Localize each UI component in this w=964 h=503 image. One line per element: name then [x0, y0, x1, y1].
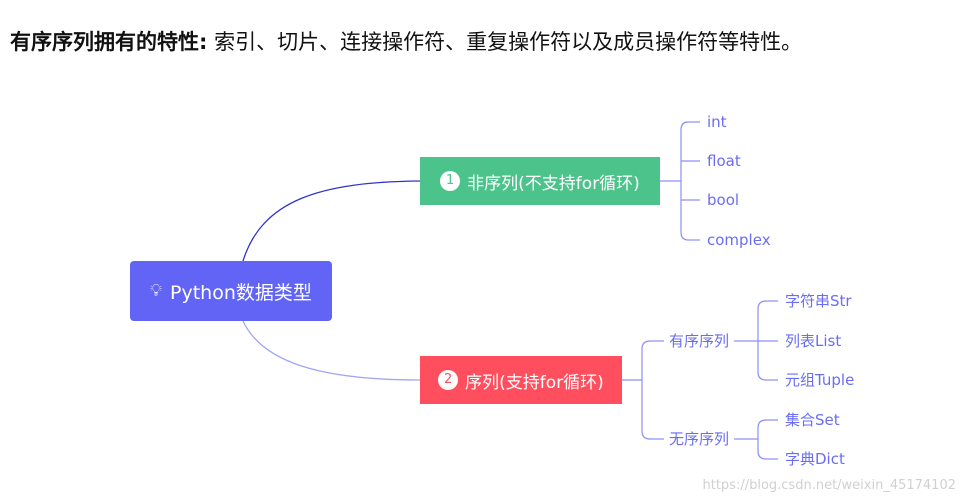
branch-non-sequence[interactable]: 1 非序列(不支持for循环)	[420, 157, 660, 205]
leaf-float[interactable]: float	[707, 152, 741, 170]
leaf-tuple[interactable]: 元组Tuple	[785, 371, 855, 389]
root-to-branch1-connector	[242, 180, 421, 262]
root-node[interactable]: 💡︎ Python数据类型	[130, 261, 332, 321]
leaf-complex[interactable]: complex	[707, 231, 771, 249]
lightbulb-icon: 💡︎	[150, 281, 163, 301]
branch1-label: 非序列(不支持for循环)	[467, 173, 640, 194]
leaf-bool[interactable]: bool	[707, 191, 740, 209]
branch-sequence[interactable]: 2 序列(支持for循环)	[420, 356, 622, 404]
leaf-list[interactable]: 列表List	[785, 332, 842, 350]
leaf-str[interactable]: 字符串Str	[785, 292, 852, 310]
page-heading: 有序序列拥有的特性: 索引、切片、连接操作符、重复操作符以及成员操作符等特性。	[10, 26, 802, 56]
leaf-set[interactable]: 集合Set	[785, 411, 840, 429]
watermark: https://blog.csdn.net/weixin_45174102	[702, 478, 956, 493]
branch2-number-badge: 2	[438, 370, 459, 390]
leaf-int[interactable]: int	[707, 113, 727, 131]
unordered-bracket	[734, 419, 778, 460]
root-label: Python数据类型	[170, 281, 312, 304]
heading-bold: 有序序列拥有的特性:	[10, 30, 208, 54]
subnode-unordered[interactable]: 无序序列	[669, 430, 730, 448]
root-to-branch2-connector	[242, 320, 421, 381]
branch1-bracket	[660, 121, 700, 241]
subnode-ordered[interactable]: 有序序列	[669, 332, 730, 350]
branch1-number-badge: 1	[440, 171, 461, 191]
leaf-dict[interactable]: 字典Dict	[785, 450, 845, 468]
branch2-label: 序列(支持for循环)	[465, 372, 604, 393]
ordered-bracket	[734, 300, 778, 381]
heading-text: 索引、切片、连接操作符、重复操作符以及成员操作符等特性。	[207, 30, 803, 54]
branch2-bracket	[622, 340, 664, 440]
